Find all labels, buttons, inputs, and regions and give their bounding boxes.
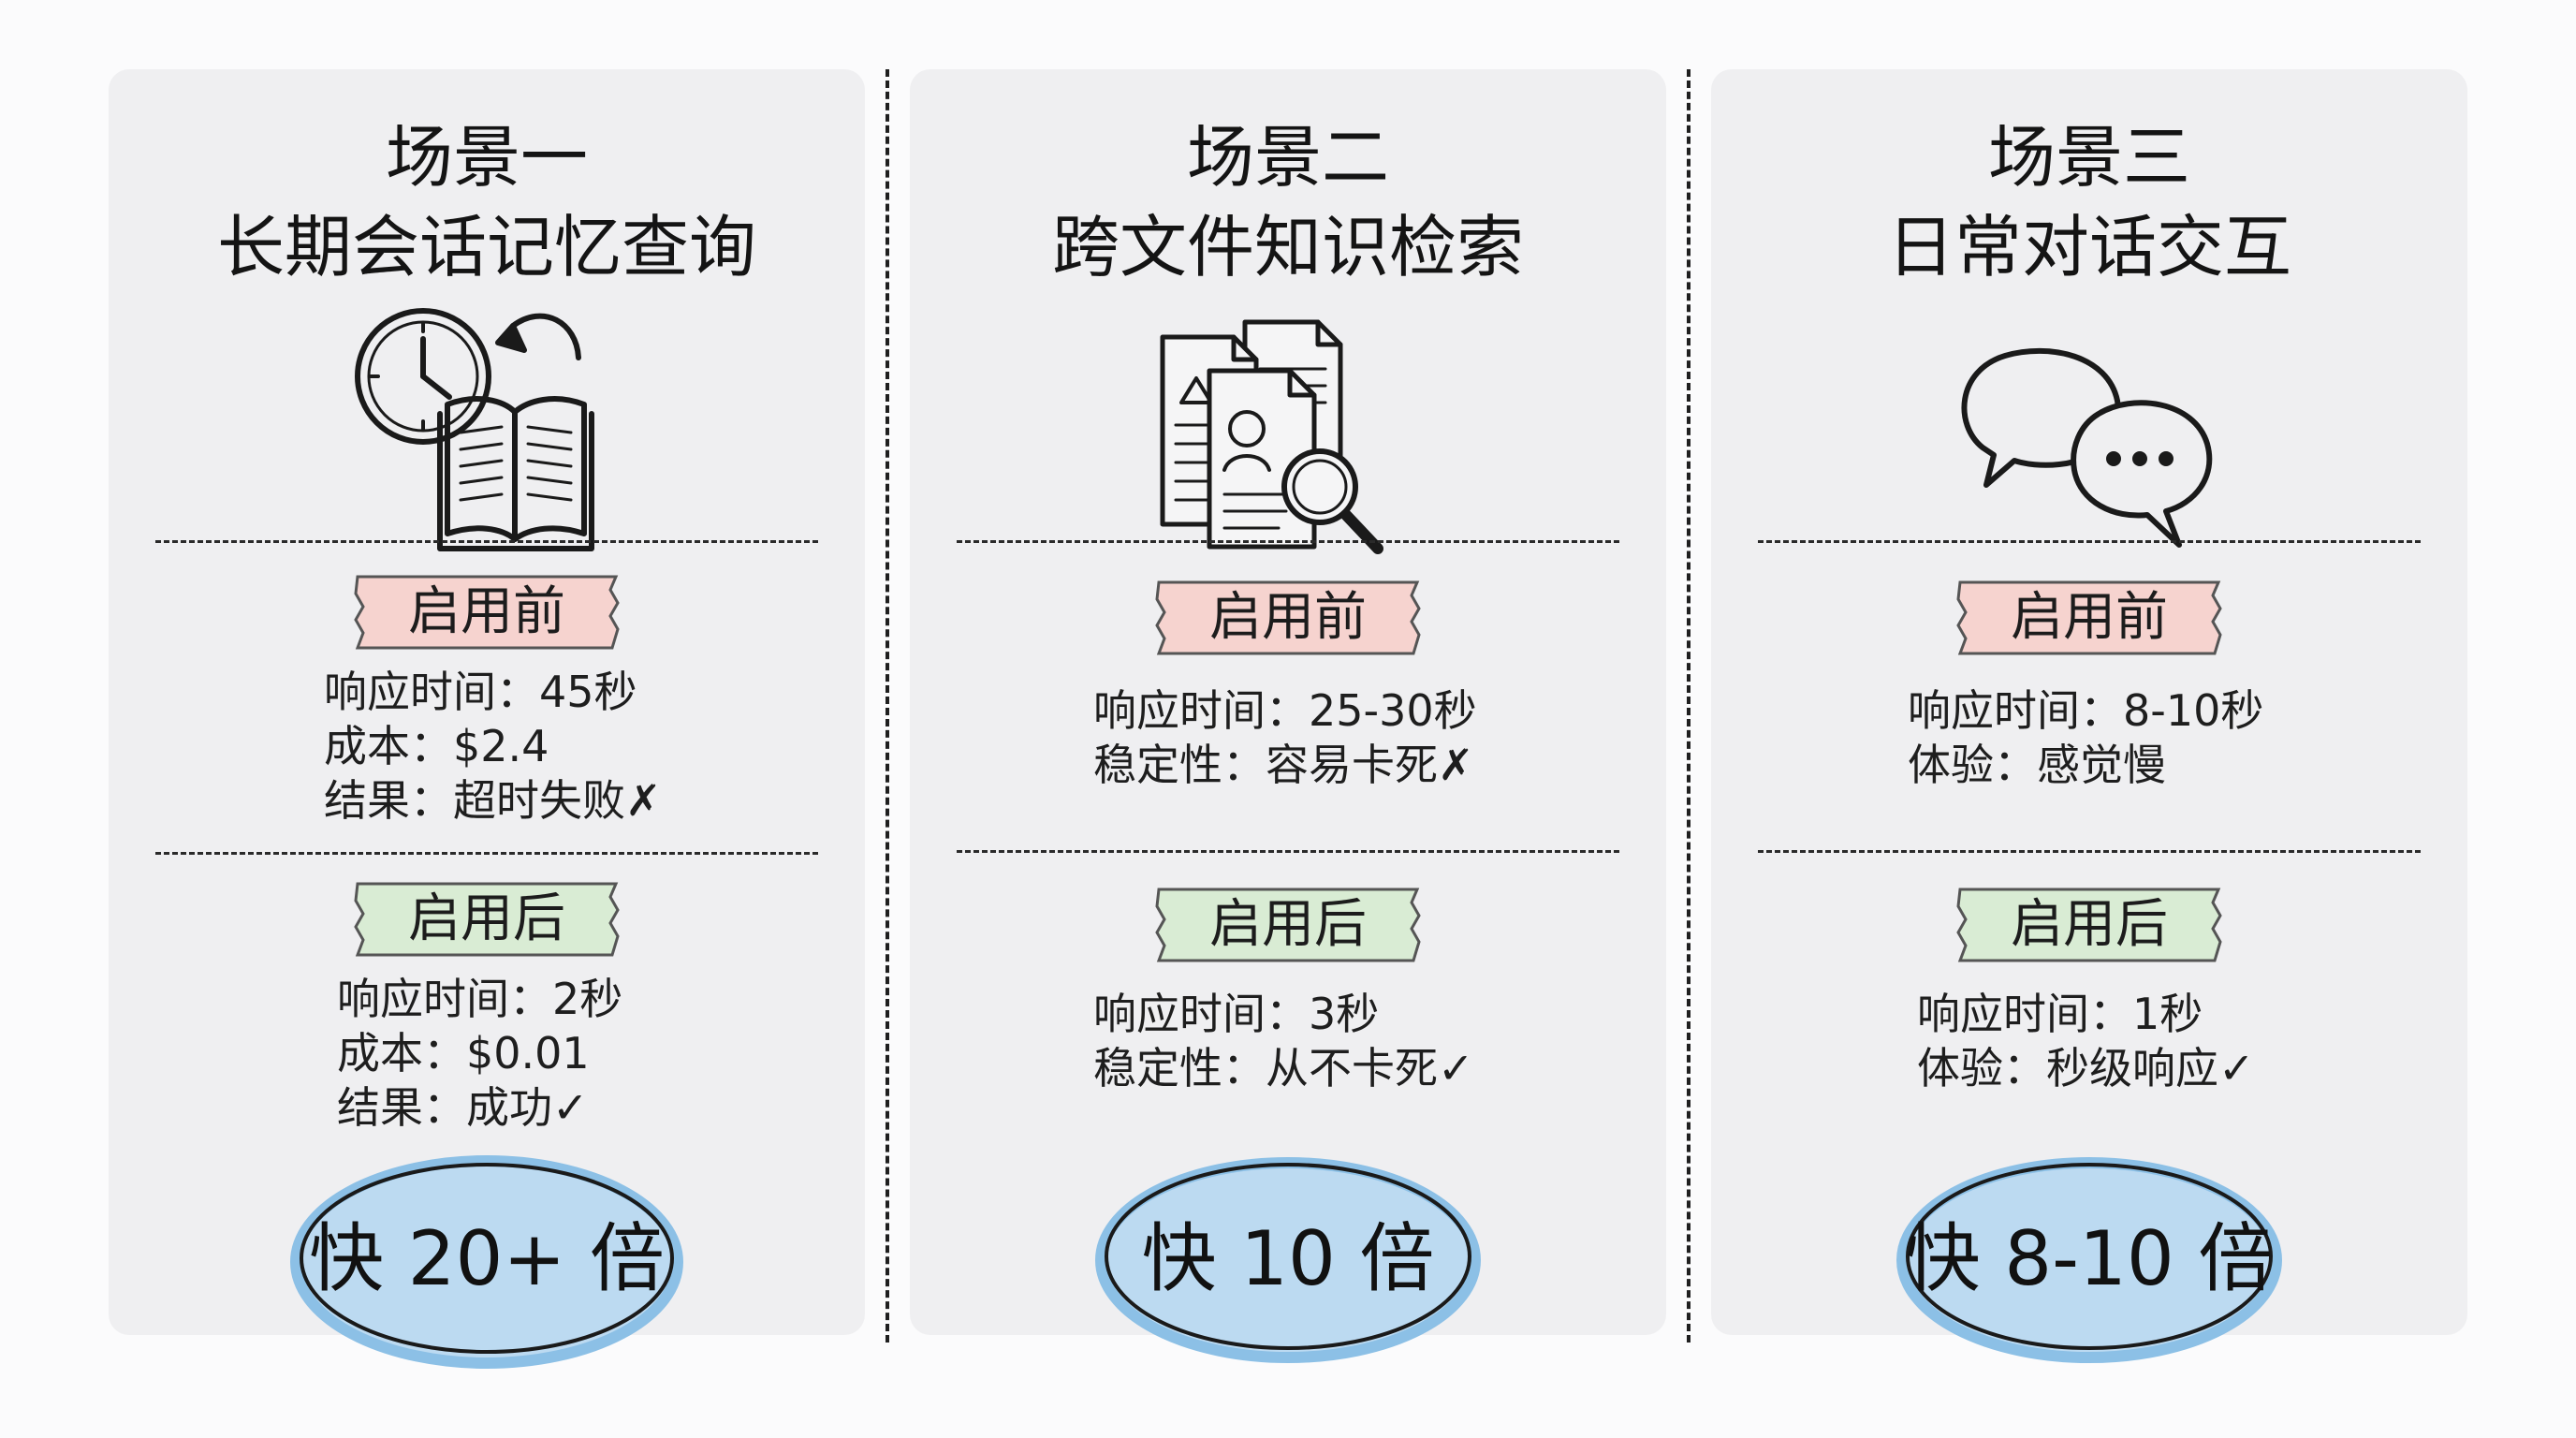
before-line: 体验：感觉慢	[1908, 740, 2166, 790]
before-details: 响应时间：45秒 成本：$2.4 结果：超时失败✗	[324, 665, 846, 828]
after-details: 响应时间：3秒 稳定性：从不卡死✓	[1093, 987, 1647, 1095]
section-divider	[957, 850, 1619, 853]
after-label: 启用后	[1209, 894, 1367, 955]
scenario-subtitle: 日常对话交互	[1886, 208, 2291, 286]
scenario-subtitle: 长期会话记忆查询	[216, 208, 756, 286]
speedup-text: 快 8-10 倍	[1905, 1215, 2274, 1302]
scenario-card-1: 场景一 长期会话记忆查询 启用前	[109, 69, 865, 1369]
scenario-title: 场景三	[1987, 118, 2190, 197]
after-tag: 启用后	[352, 880, 622, 959]
before-line: 响应时间：25-30秒	[1093, 685, 1477, 736]
clock-book-icon	[355, 308, 594, 551]
column-divider	[1687, 69, 1690, 1343]
after-label: 启用后	[408, 888, 565, 949]
after-details: 响应时间：2秒 成本：$0.01 结果：成功✓	[337, 972, 846, 1135]
scenario-card-2: 场景二 跨文件知识检索 启用前 响应时间：25-30秒 稳定性：容易卡死✗ 启用…	[910, 69, 1666, 1363]
after-tag: 启用后	[1153, 886, 1423, 964]
section-divider	[155, 852, 818, 855]
speedup-text: 快 20+ 倍	[309, 1215, 665, 1302]
after-line: 响应时间：3秒	[1093, 989, 1380, 1039]
speedup-badge: 快 10 倍	[910, 1142, 1666, 1376]
section-divider	[1758, 850, 2421, 853]
after-line: 结果：成功✓	[337, 1082, 589, 1133]
before-details: 响应时间：25-30秒 稳定性：容易卡死✗	[1093, 683, 1647, 792]
speedup-text: 快 10 倍	[1141, 1215, 1435, 1302]
speedup-badge: 快 20+ 倍	[109, 1142, 865, 1376]
scenario-card-3: 场景三 日常对话交互 启用前 响应时间：8-10秒 体验：感觉慢 启用后 响应时…	[1711, 69, 2467, 1363]
after-line: 体验：秒级响应✓	[1917, 1043, 2255, 1093]
before-line: 结果：超时失败✗	[324, 775, 662, 826]
section-divider	[1758, 540, 2421, 543]
before-line: 成本：$2.4	[324, 721, 549, 771]
column-divider	[886, 69, 889, 1343]
after-line: 成本：$0.01	[337, 1028, 590, 1078]
before-tag: 启用前	[1954, 579, 2224, 657]
before-tag: 启用前	[352, 573, 622, 652]
before-details: 响应时间：8-10秒 体验：感觉慢	[1908, 683, 2449, 792]
before-line: 稳定性：容易卡死✗	[1093, 740, 1474, 790]
after-line: 稳定性：从不卡死✓	[1093, 1043, 1474, 1093]
before-tag: 启用前	[1153, 579, 1423, 657]
scenario-subtitle: 跨文件知识检索	[1051, 208, 1524, 286]
after-line: 响应时间：1秒	[1917, 989, 2203, 1039]
after-tag: 启用后	[1954, 886, 2224, 964]
after-line: 响应时间：2秒	[337, 974, 623, 1024]
scenario-title: 场景一	[385, 118, 588, 197]
before-label: 启用前	[408, 581, 565, 642]
before-line: 响应时间：45秒	[324, 667, 637, 717]
after-label: 启用后	[2011, 894, 2168, 955]
after-details: 响应时间：1秒 体验：秒级响应✓	[1917, 987, 2449, 1095]
speedup-badge: 快 8-10 倍	[1711, 1142, 2467, 1376]
before-line: 响应时间：8-10秒	[1908, 685, 2264, 736]
section-divider	[957, 540, 1619, 543]
chat-bubbles-icon	[1961, 347, 2213, 548]
section-divider	[155, 540, 818, 543]
before-label: 启用前	[2011, 587, 2168, 648]
scenario-title: 场景二	[1186, 118, 1389, 197]
documents-search-icon	[1160, 319, 1383, 554]
before-label: 启用前	[1209, 587, 1367, 648]
